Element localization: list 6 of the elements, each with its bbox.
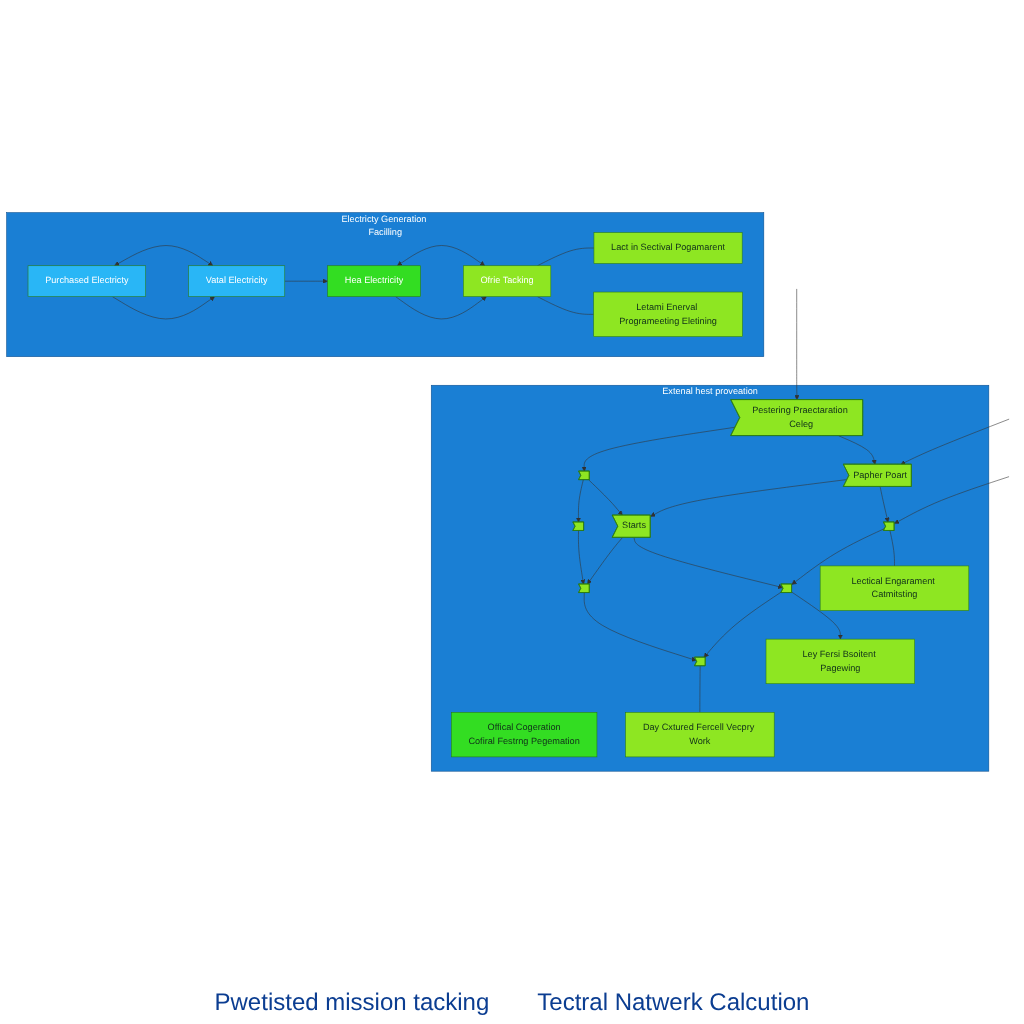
note-text: Pwetisted mission tacking — [214, 988, 490, 1016]
note-text: Tectral Natwerk Calcution — [537, 988, 810, 1016]
connector — [537, 296, 594, 315]
connector — [537, 247, 595, 267]
connector — [699, 665, 701, 713]
connector — [889, 530, 895, 567]
